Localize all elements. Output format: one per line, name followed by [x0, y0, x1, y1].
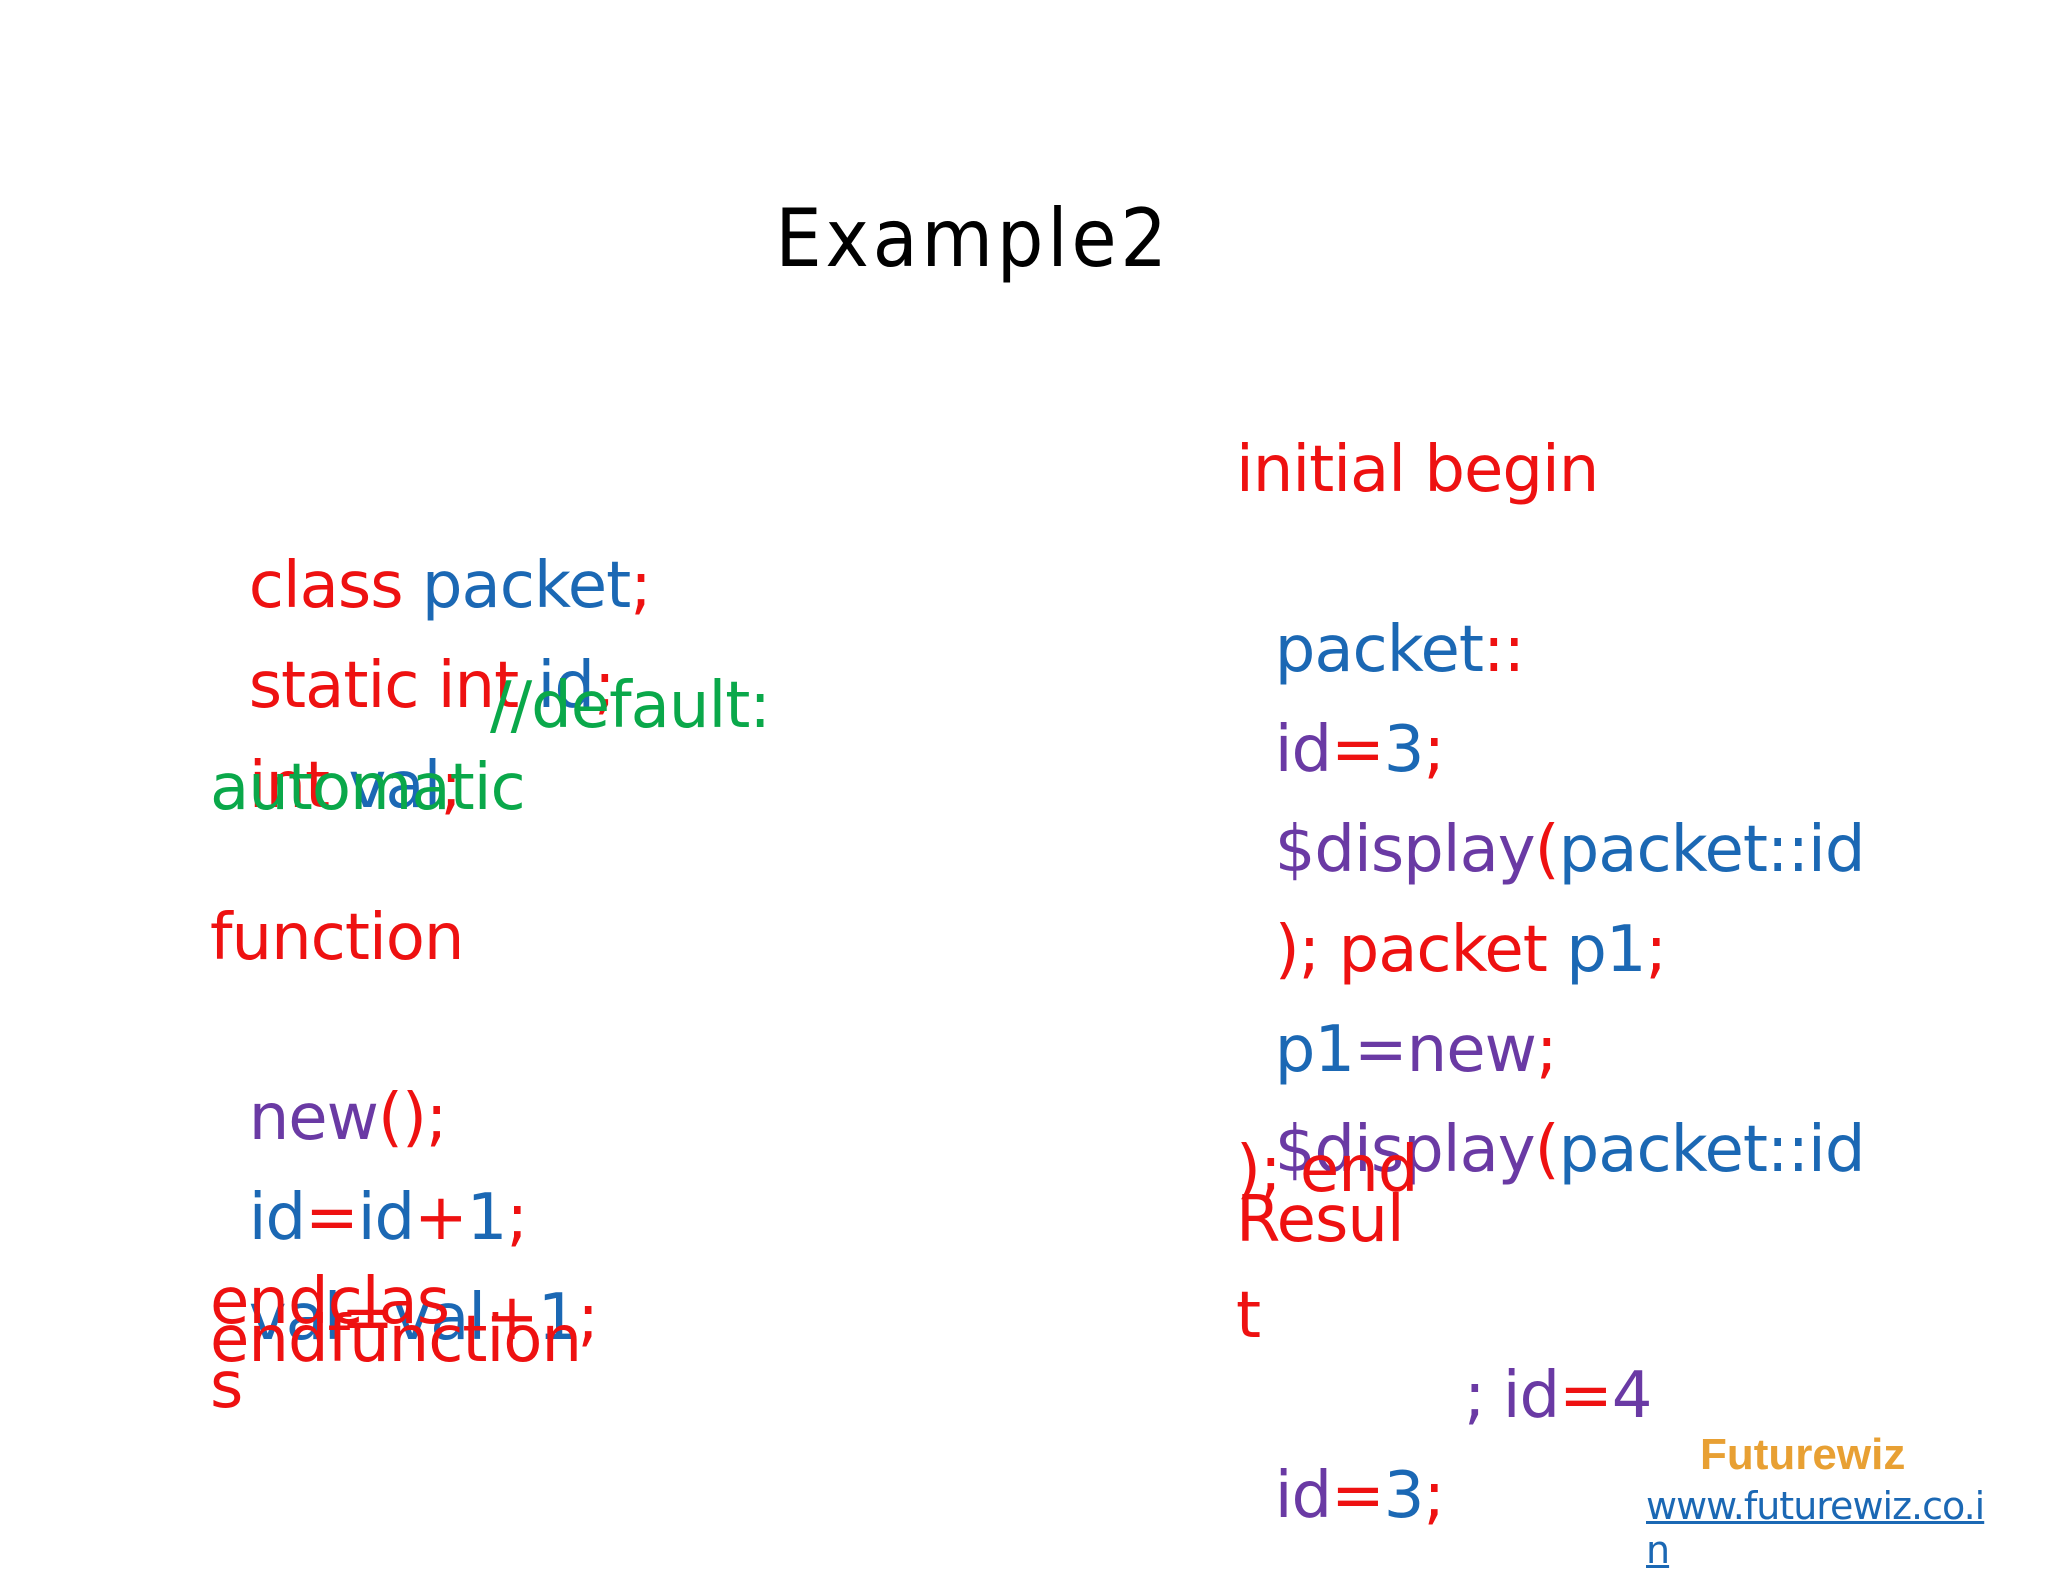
code-line-id-assign: id=3;: [1236, 630, 1445, 790]
identifier: packet: [421, 549, 631, 623]
identifier: id: [537, 649, 595, 723]
code-line-int-val: int val;: [210, 666, 462, 826]
number: 1: [537, 1281, 579, 1355]
punctuation: ;: [593, 649, 616, 723]
punctuation: ;: [506, 1181, 528, 1255]
identifier: id: [1502, 1359, 1560, 1433]
identifier: val: [393, 1281, 486, 1355]
operator: =: [305, 1181, 359, 1255]
code-comment-continued: automatic: [210, 751, 526, 825]
identifier: val: [348, 749, 441, 823]
code-line-endfunction: endfunction: [210, 1303, 582, 1377]
identifier: p1: [1274, 1013, 1355, 1087]
code-line-packet-p1: ); packet p1;: [1236, 830, 1668, 990]
code-line-end: ); end: [1236, 1133, 1418, 1207]
punctuation: ();: [377, 1081, 447, 1155]
result-value-2-wrap: ;: [1464, 1359, 1486, 1433]
code-line-packet-scope: packet::: [1236, 530, 1525, 690]
punctuation: ;: [577, 1281, 599, 1355]
code-line-val-increment: val=val+1;: [210, 1198, 599, 1358]
punctuation: ;: [440, 749, 462, 823]
code-line-static-id: static int id;: [210, 566, 616, 726]
number: 3: [1383, 713, 1425, 787]
code-line-p1-new: p1=new;: [1236, 930, 1558, 1090]
code-line-id-increment: id=id+1;: [210, 1098, 528, 1258]
number: 4: [1611, 1359, 1653, 1433]
operator: =: [1331, 1459, 1385, 1533]
brand-logo-text: Futurewiz: [1700, 1430, 1906, 1479]
number: 3: [1383, 1459, 1425, 1533]
code-comment: //default:: [490, 669, 771, 743]
code-line-endclass-wrap: s: [210, 1349, 243, 1423]
identifier: packet::id: [1558, 1113, 1866, 1187]
number: 1: [466, 1181, 508, 1255]
identifier: id: [357, 1181, 415, 1255]
code-line-initial-begin: initial begin: [1236, 433, 1599, 507]
function-name: new: [248, 1081, 379, 1155]
punctuation: ;: [1423, 1459, 1445, 1533]
operator: =: [1354, 1013, 1408, 1087]
code-line-endclass: endclas: [210, 1265, 450, 1339]
operator: =: [1559, 1359, 1613, 1433]
system-task: $display: [1274, 813, 1536, 887]
keyword: ); packet: [1274, 913, 1567, 987]
punctuation: ;: [1645, 913, 1668, 987]
code-line-display-1: $display(packet::id: [1236, 730, 1866, 890]
operator: ::: [1482, 613, 1525, 687]
punctuation: (: [1534, 1113, 1560, 1187]
identifier: id: [248, 1181, 306, 1255]
operator: +: [485, 1281, 539, 1355]
code-line-new: new();: [210, 998, 448, 1158]
operator: =: [1331, 713, 1385, 787]
operator: =: [340, 1281, 395, 1355]
operator: +: [414, 1181, 468, 1255]
identifier: p1: [1566, 913, 1646, 987]
code-line-function: function: [210, 901, 464, 975]
keyword: static int: [248, 649, 538, 723]
keyword: class: [248, 549, 422, 623]
code-line-class-decl: class packet;: [210, 466, 652, 626]
keyword: new: [1406, 1013, 1537, 1087]
punctuation: ;: [630, 549, 652, 623]
punctuation: ;: [1535, 1013, 1558, 1087]
website-link[interactable]: www.futurewiz.co.in: [1646, 1484, 1985, 1572]
punctuation: (: [1534, 813, 1560, 887]
result-label: Resul: [1236, 1183, 1405, 1257]
identifier: id: [1274, 713, 1332, 787]
slide-title: Example2: [775, 192, 1171, 285]
result-label-wrap: t: [1236, 1279, 1261, 1353]
keyword: int: [248, 749, 349, 823]
result-value-2: id=4: [1464, 1276, 1653, 1436]
result-value-1: id=3;: [1236, 1376, 1445, 1536]
identifier: packet: [1274, 613, 1484, 687]
code-line-display-2: $display(packet::id: [1236, 1030, 1866, 1190]
identifier: id: [1274, 1459, 1332, 1533]
identifier: packet::id: [1558, 813, 1866, 887]
punctuation: ;: [1423, 713, 1445, 787]
system-task: $display: [1274, 1113, 1536, 1187]
identifier: val: [248, 1281, 342, 1355]
